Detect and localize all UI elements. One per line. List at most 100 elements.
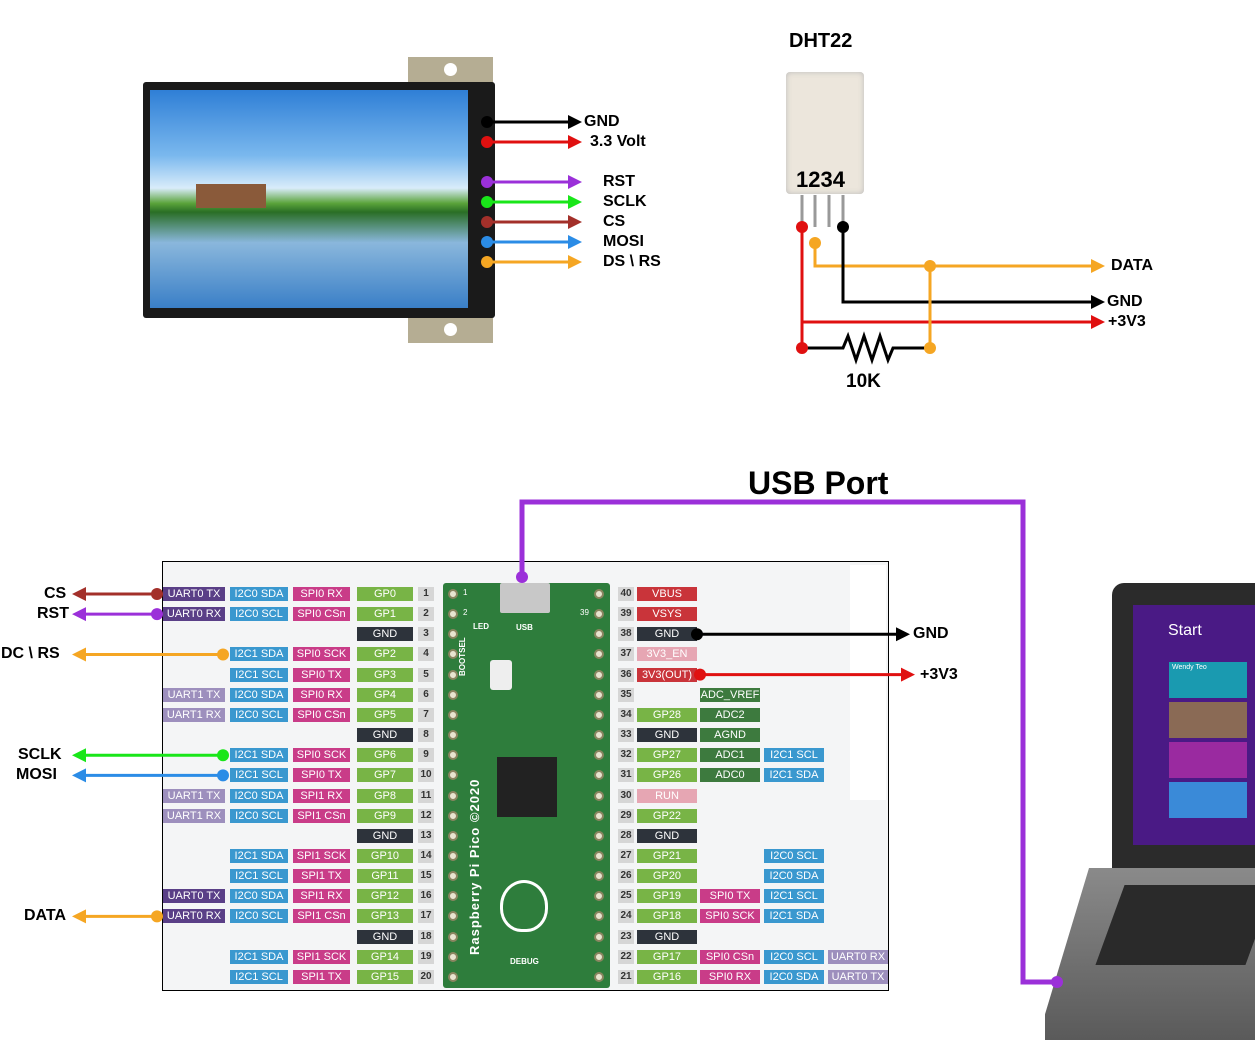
pin-function-label: GND [357,929,413,944]
pico-pin-dot [217,769,229,782]
pin-pad [594,931,604,942]
pin-function-label: UART1 TX [163,687,225,702]
pin-number: 16 [418,889,434,904]
pin-number: 32 [618,748,634,763]
pin-function-label: VBUS [637,587,697,601]
pico-wire-label: RST [37,605,69,623]
pin-function-label: SPI0 SCK [700,909,760,924]
pin-pad [448,629,458,640]
display-pin-dot [481,216,493,228]
pin-number: 15 [418,869,434,884]
pin-function-label: GP26 [637,768,697,783]
pin-pad [594,669,604,680]
pin-number: 5 [418,667,434,682]
display-pin-label: SCLK [603,193,647,210]
pin-pad [448,790,458,801]
pin-number: 4 [418,647,434,662]
pico-wire-label: DATA [24,907,67,925]
pin-function-label: I2C1 SCL [230,667,288,682]
pin-function-label: GND [637,627,697,642]
display-pin-dot [481,136,493,148]
dht22-data-wire [813,243,1090,268]
pin-function-label: SPI1 CSn [293,909,350,924]
pin-function-label: SPI0 TX [293,768,350,783]
pin-function-label: GP3 [357,667,413,682]
pin-number: 12 [418,808,434,823]
pin-function-label: GP19 [637,889,697,904]
pin-number: 25 [618,889,634,904]
board-text-debug: DEBUG [510,957,539,966]
pico-pin-dot [694,668,706,681]
pin-pad [594,730,604,741]
pin-function-label: ADC1 [700,748,760,763]
pin-function-label: SPI0 TX [293,667,350,682]
dht22-pin-dot [809,237,821,249]
pin-function-label: SPI1 SCK [293,848,350,863]
pin-function-label: SPI1 RX [293,889,350,904]
pin-pad [448,589,458,599]
pin-function-label: GND [357,828,413,843]
pin-function-label: GP11 [357,869,413,884]
pin-function-label: SPI0 RX [700,969,760,984]
board-text-usb: USB [516,623,533,632]
dht22-gnd-arrow-arrowhead [1091,295,1105,309]
display-wire-arrowhead [568,195,582,209]
pin-function-label: AGND [700,728,760,743]
pico-wire-label: DC \ RS [1,645,60,663]
usb-port-label: USB Port [748,465,889,501]
pin-function-label: GND [637,828,697,843]
pin-function-label: I2C1 SDA [764,768,824,783]
pin-function-label: GP10 [357,848,413,863]
pin-function-label: UART0 TX [163,889,225,904]
pin-number: 39 [618,607,634,622]
pin-function-label: SPI1 TX [293,869,350,884]
display-pin-label: MOSI [603,233,644,250]
pin-function-label: GP12 [357,889,413,904]
pico-wire-label: SCLK [18,746,62,764]
pin-function-label: GP14 [357,949,413,964]
pin-pad [448,669,458,680]
pin-function-label: GND [357,627,413,642]
pin-function-label: GP13 [357,909,413,924]
pin-pad [448,871,458,882]
dht22-pin-dot [796,221,808,233]
pin-function-label: ADC_VREF [700,687,760,702]
pin-function-label: UART0 RX [163,909,225,924]
usb-cable-end [516,571,528,583]
rp2040-chip [497,757,557,817]
laptop-tile-mail [1169,662,1247,698]
pin-function-label: I2C0 SDA [230,889,288,904]
pin-pad [448,750,458,761]
pin-number: 9 [418,748,434,763]
pin-pad [448,730,458,741]
pin-function-label: SPI1 SCK [293,949,350,964]
dht22-gnd-label: GND [1107,293,1143,310]
display-wire-arrowhead [568,115,582,129]
pico-pin-dot [151,608,163,621]
pin-function-label: GP21 [637,848,697,863]
pin-function-label: I2C1 SCL [230,969,288,984]
pin-pad [448,971,458,982]
pin-function-label: I2C0 SCL [230,607,288,622]
pin-number: 14 [418,848,434,863]
display-wire-arrowhead [568,255,582,269]
junction-dot [924,342,936,354]
laptop-start-title: Start [1168,622,1202,639]
pico-wire-label: CS [44,585,67,602]
pin-pad [594,971,604,982]
pin-pad [594,750,604,761]
pin-number: 24 [618,909,634,924]
pin-function-label: I2C0 SDA [230,788,288,803]
pin-function-label: UART0 TX [163,587,225,601]
pin-function-label: UART0 TX [828,969,888,984]
display-wire-arrowhead [568,235,582,249]
pin-number: 30 [618,788,634,803]
pin-number: 27 [618,848,634,863]
pin-function-label: I2C0 SDA [764,869,824,884]
pico-pin-dot [217,648,229,661]
dht22-vcc-label: +3V3 [1108,313,1146,330]
dht22-sensor [786,72,864,194]
pico-wire-dc-rs-arrowhead [72,647,86,662]
dht22-vcc-arrow-arrowhead [1091,315,1105,329]
